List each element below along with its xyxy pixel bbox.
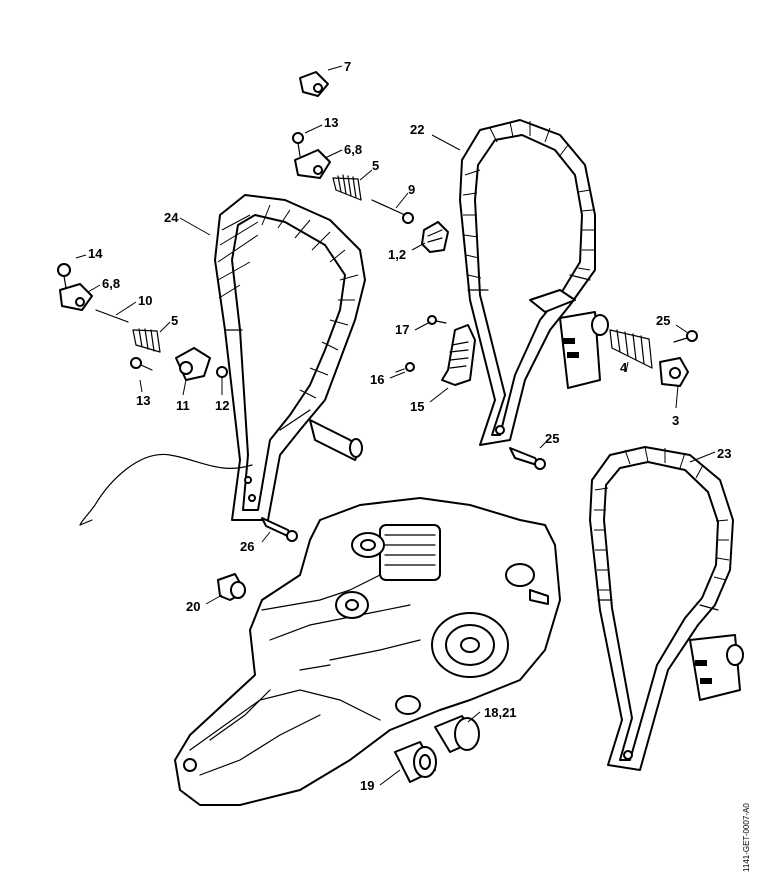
callout-labels: 7 13 6,8 5 9 1,2 22 24 14 6,8 10 5 13 11… xyxy=(88,59,731,793)
callout-17: 17 xyxy=(395,322,409,337)
callout-7: 7 xyxy=(344,59,351,74)
callout-18-21: 18,21 xyxy=(484,705,517,720)
callout-26: 26 xyxy=(240,539,254,554)
callout-16: 16 xyxy=(370,372,384,387)
callout-11: 11 xyxy=(176,398,190,413)
callout-19: 19 xyxy=(360,778,374,793)
callout-6-8-left: 6,8 xyxy=(102,276,120,291)
callout-23: 23 xyxy=(717,446,731,461)
callout-10: 10 xyxy=(138,293,152,308)
callout-24: 24 xyxy=(164,210,179,225)
handle-22 xyxy=(459,119,609,446)
callout-5-top: 5 xyxy=(372,158,379,173)
callout-25-mid: 25 xyxy=(545,431,559,446)
engine-housing xyxy=(174,497,561,806)
callout-1-2: 1,2 xyxy=(388,247,406,262)
callout-5-left: 5 xyxy=(171,313,178,328)
handle-24 xyxy=(79,194,366,526)
callout-12: 12 xyxy=(215,398,229,413)
handle-23 xyxy=(589,446,744,771)
callout-6-8-top: 6,8 xyxy=(344,142,362,157)
callout-13-left: 13 xyxy=(136,393,150,408)
leader-lines xyxy=(75,65,716,786)
callout-4: 4 xyxy=(620,360,628,375)
reference-code: 1141-GET-0007-A0 xyxy=(742,803,751,872)
small-parts xyxy=(57,71,698,783)
callout-9: 9 xyxy=(408,182,415,197)
callout-14: 14 xyxy=(88,246,103,261)
callout-22: 22 xyxy=(410,122,424,137)
callout-3: 3 xyxy=(672,413,679,428)
callout-25-right: 25 xyxy=(656,313,670,328)
callout-20: 20 xyxy=(186,599,200,614)
callout-15: 15 xyxy=(410,399,424,414)
callout-13-top: 13 xyxy=(324,115,338,130)
